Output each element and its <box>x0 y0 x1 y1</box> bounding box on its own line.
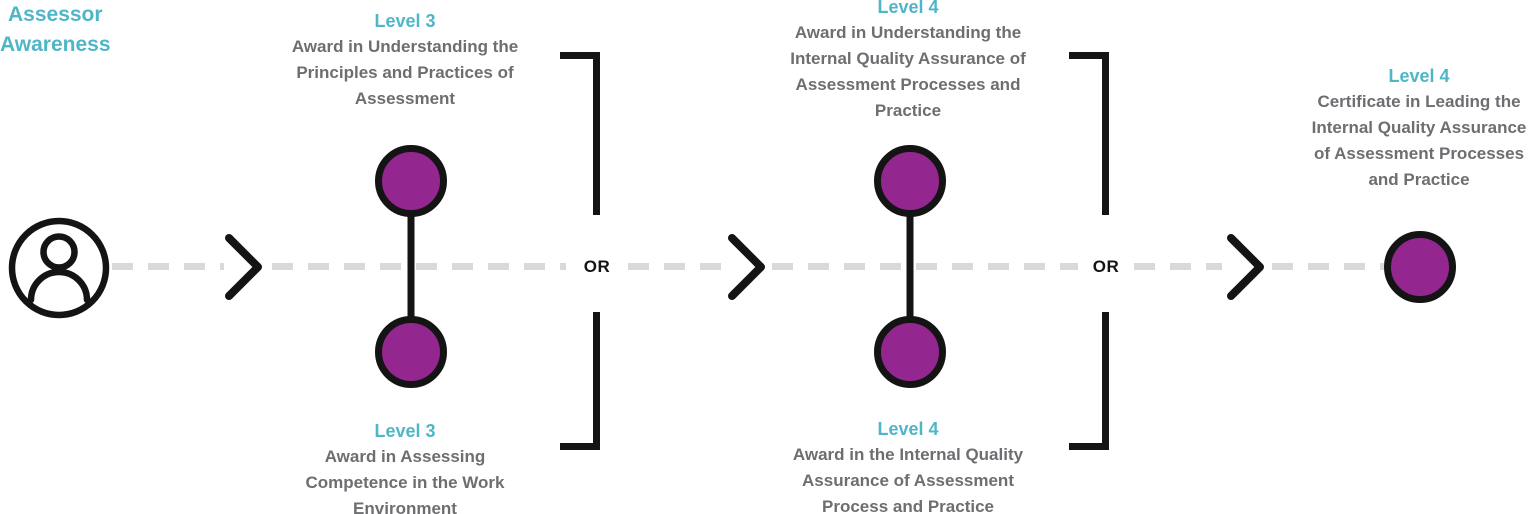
pathway-dashed-line <box>1134 263 1222 270</box>
or-label: OR <box>572 254 622 280</box>
course-level: Level 3 <box>374 421 436 441</box>
stage1-top-course: Level 3 Award in Understanding the Princ… <box>255 8 555 112</box>
or-bracket-bottom <box>560 312 600 450</box>
course-node <box>375 316 447 388</box>
chevron-right-icon <box>1227 234 1264 300</box>
or-bracket-top <box>1069 52 1109 215</box>
stage1-bottom-course: Level 3 Award in Assessing Competence in… <box>255 418 555 514</box>
pathway-dashed-line <box>112 263 224 270</box>
stage1-course-nodes <box>375 145 447 388</box>
course-title: Award in the Internal Quality Assurance … <box>792 445 1024 514</box>
stage2-bottom-course: Level 4 Award in the Internal Quality As… <box>758 416 1058 514</box>
course-level: Level 4 <box>877 419 939 439</box>
course-level: Level 3 <box>374 11 436 31</box>
pathway-dashed-line <box>272 263 566 270</box>
chevron-right-icon <box>225 234 262 300</box>
stage2-course-nodes <box>874 145 946 388</box>
course-title: Certificate in Leading the Internal Qual… <box>1311 92 1527 189</box>
course-title: Award in Understanding the Internal Qual… <box>790 23 1026 120</box>
pathway-dashed-line <box>772 263 1078 270</box>
stage2-top-course: Level 4 Award in Understanding the Inter… <box>758 0 1058 124</box>
or-bracket-top <box>560 52 600 215</box>
chevron-right-icon <box>728 234 765 300</box>
course-node <box>874 145 946 217</box>
final-course-node <box>1384 231 1456 303</box>
course-level: Level 4 <box>877 0 939 17</box>
pathway-dashed-line <box>628 263 724 270</box>
course-title: Award in Understanding the Principles an… <box>291 37 519 108</box>
final-course: Level 4 Certificate in Leading the Inter… <box>1294 63 1536 193</box>
or-label: OR <box>1081 254 1131 280</box>
course-node <box>874 316 946 388</box>
person-icon <box>8 217 110 319</box>
course-level: Level 4 <box>1388 66 1450 86</box>
course-node <box>375 145 447 217</box>
start-label: Assessor Awareness <box>0 3 111 56</box>
pathway-dashed-line <box>1272 263 1384 270</box>
or-bracket-bottom <box>1069 312 1109 450</box>
course-title: Award in Assessing Competence in the Wor… <box>305 447 505 514</box>
